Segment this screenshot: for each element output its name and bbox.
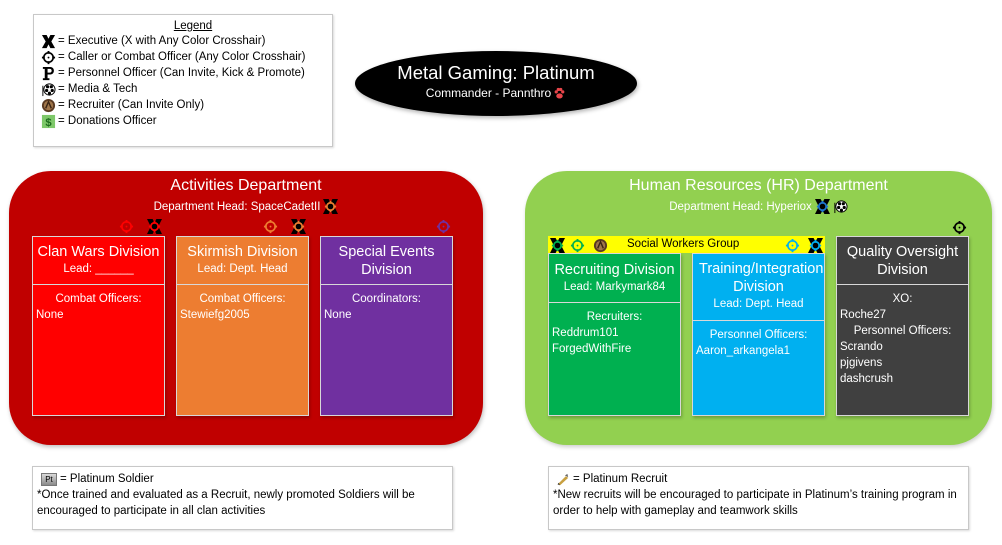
quality-oversight-division: Quality Oversight Division XO: Roche27 P… — [836, 236, 969, 416]
member-name: Reddrum101 — [552, 327, 619, 339]
crosshair-icon — [435, 218, 451, 234]
crosshair-icon — [118, 218, 134, 234]
department-title: Activities Department — [170, 177, 322, 194]
role-label: Combat Officers: — [199, 293, 286, 305]
division-name: Quality Oversight Division — [846, 244, 959, 278]
department-title: Human Resources (HR) Department — [629, 177, 888, 194]
note-label: = Platinum Soldier — [60, 473, 154, 485]
division-name: Recruiting Division — [554, 262, 675, 278]
division-name: Training/Integration Division — [699, 261, 824, 295]
note-text: *Once trained and evaluated as a Recruit… — [37, 489, 415, 517]
department-head-text: Department Head: SpaceCadetII — [153, 200, 321, 213]
executive-crosshair-icon — [807, 237, 823, 253]
executive-crosshair-icon — [146, 218, 162, 234]
donations-icon — [40, 114, 56, 129]
member-name: None — [324, 309, 352, 321]
recruiter-icon — [40, 98, 56, 113]
crosshair-icon — [784, 237, 800, 253]
legend-text: = Donations Officer — [58, 115, 157, 127]
role-label: Personnel Officers: — [709, 329, 808, 341]
executive-crosshair-icon — [323, 199, 338, 214]
note-label: = Platinum Recruit — [573, 473, 668, 485]
member-name: dashcrush — [840, 373, 894, 385]
platinum-recruit-badge-icon — [555, 473, 570, 486]
training-division: Training/Integration Division Lead: Dept… — [692, 253, 825, 416]
crosshair-icon — [569, 237, 585, 253]
xo-label: XO: — [892, 293, 913, 305]
legend-item-personnel-officer: = Personnel Officer (Can Invite, Kick & … — [40, 65, 326, 81]
division-lead: Lead: Dept. Head — [713, 298, 804, 310]
member-name: ForgedWithFire — [552, 343, 632, 355]
legend-item-recruiter: = Recruiter (Can Invite Only) — [40, 97, 326, 113]
division-name: Special Events Division — [338, 244, 435, 278]
legend-text: = Media & Tech — [58, 83, 138, 95]
member-name: Stewiefg2005 — [180, 309, 250, 321]
media-tech-icon — [40, 82, 56, 97]
legend-text: = Personnel Officer (Can Invite, Kick & … — [58, 67, 305, 79]
executive-crosshair-icon — [549, 237, 565, 253]
member-name: pjgivens — [840, 357, 883, 369]
clan-wars-division: Clan Wars Division Lead: ______ Combat O… — [32, 236, 165, 416]
department-head-text: Department Head: Hyperiox — [669, 200, 812, 213]
crosshair-icon — [40, 50, 56, 65]
executive-crosshair-icon — [290, 218, 306, 234]
legend-item-donations: = Donations Officer — [40, 113, 326, 129]
legend-text: = Executive (X with Any Color Crosshair) — [58, 35, 266, 47]
role-label: Personnel Officers: — [853, 325, 952, 337]
department-head: Department Head: SpaceCadetII — [9, 199, 483, 214]
executive-x-icon — [40, 34, 56, 49]
division-name: Clan Wars Division — [37, 244, 160, 260]
member-name: Roche27 — [840, 309, 887, 321]
executive-crosshair-icon — [815, 199, 830, 214]
clan-title-oval: Metal Gaming: Platinum Commander - Pannt… — [355, 51, 637, 116]
role-label: Coordinators: — [351, 293, 422, 305]
crosshair-icon — [951, 219, 967, 235]
clan-title: Metal Gaming: Platinum — [397, 62, 595, 83]
legend-item-media-tech: = Media & Tech — [40, 81, 326, 97]
social-workers-bar: Social Workers Group — [548, 236, 825, 253]
recruiting-division: Recruiting Division Lead: Markymark84 Re… — [548, 253, 681, 416]
role-label: Combat Officers: — [55, 293, 142, 305]
legend-item-executive: = Executive (X with Any Color Crosshair) — [40, 33, 326, 49]
role-label: Recruiters: — [586, 311, 643, 323]
commander-text: Commander - Pannthro — [425, 86, 552, 100]
crosshair-icon — [262, 218, 278, 234]
legend-item-combat-officer: = Caller or Combat Officer (Any Color Cr… — [40, 49, 326, 65]
paw-icon — [553, 87, 566, 100]
recruit-note: = Platinum Recruit *New recruits will be… — [548, 466, 969, 530]
legend-box: Legend = Executive (X with Any Color Cro… — [33, 14, 333, 147]
social-group-label: Social Workers Group — [627, 238, 740, 250]
member-name: None — [36, 309, 64, 321]
department-head: Department Head: Hyperiox — [525, 199, 992, 214]
legend-text: = Recruiter (Can Invite Only) — [58, 99, 205, 111]
skirmish-division: Skirmish Division Lead: Dept. Head Comba… — [176, 236, 309, 416]
division-lead: Lead: ______ — [63, 263, 134, 275]
commander-line: Commander - Pannthro — [355, 86, 637, 100]
note-text: *New recruits will be encouraged to part… — [553, 489, 957, 517]
member-name: Scrando — [840, 341, 883, 353]
legend-title: Legend — [173, 20, 213, 32]
soldier-note: Pt = Platinum Soldier *Once trained and … — [32, 466, 453, 530]
personnel-p-icon — [40, 66, 56, 81]
member-name: Aaron_arkangela1 — [696, 345, 790, 357]
platinum-soldier-badge-icon: Pt — [41, 472, 57, 486]
media-tech-icon — [833, 199, 848, 214]
recruiter-icon — [592, 237, 608, 253]
special-events-division: Special Events Division Coordinators: No… — [320, 236, 453, 416]
legend-text: = Caller or Combat Officer (Any Color Cr… — [58, 51, 306, 63]
division-lead: Lead: Dept. Head — [197, 263, 288, 275]
division-lead: Lead: Markymark84 — [563, 281, 666, 293]
division-name: Skirmish Division — [187, 244, 298, 260]
